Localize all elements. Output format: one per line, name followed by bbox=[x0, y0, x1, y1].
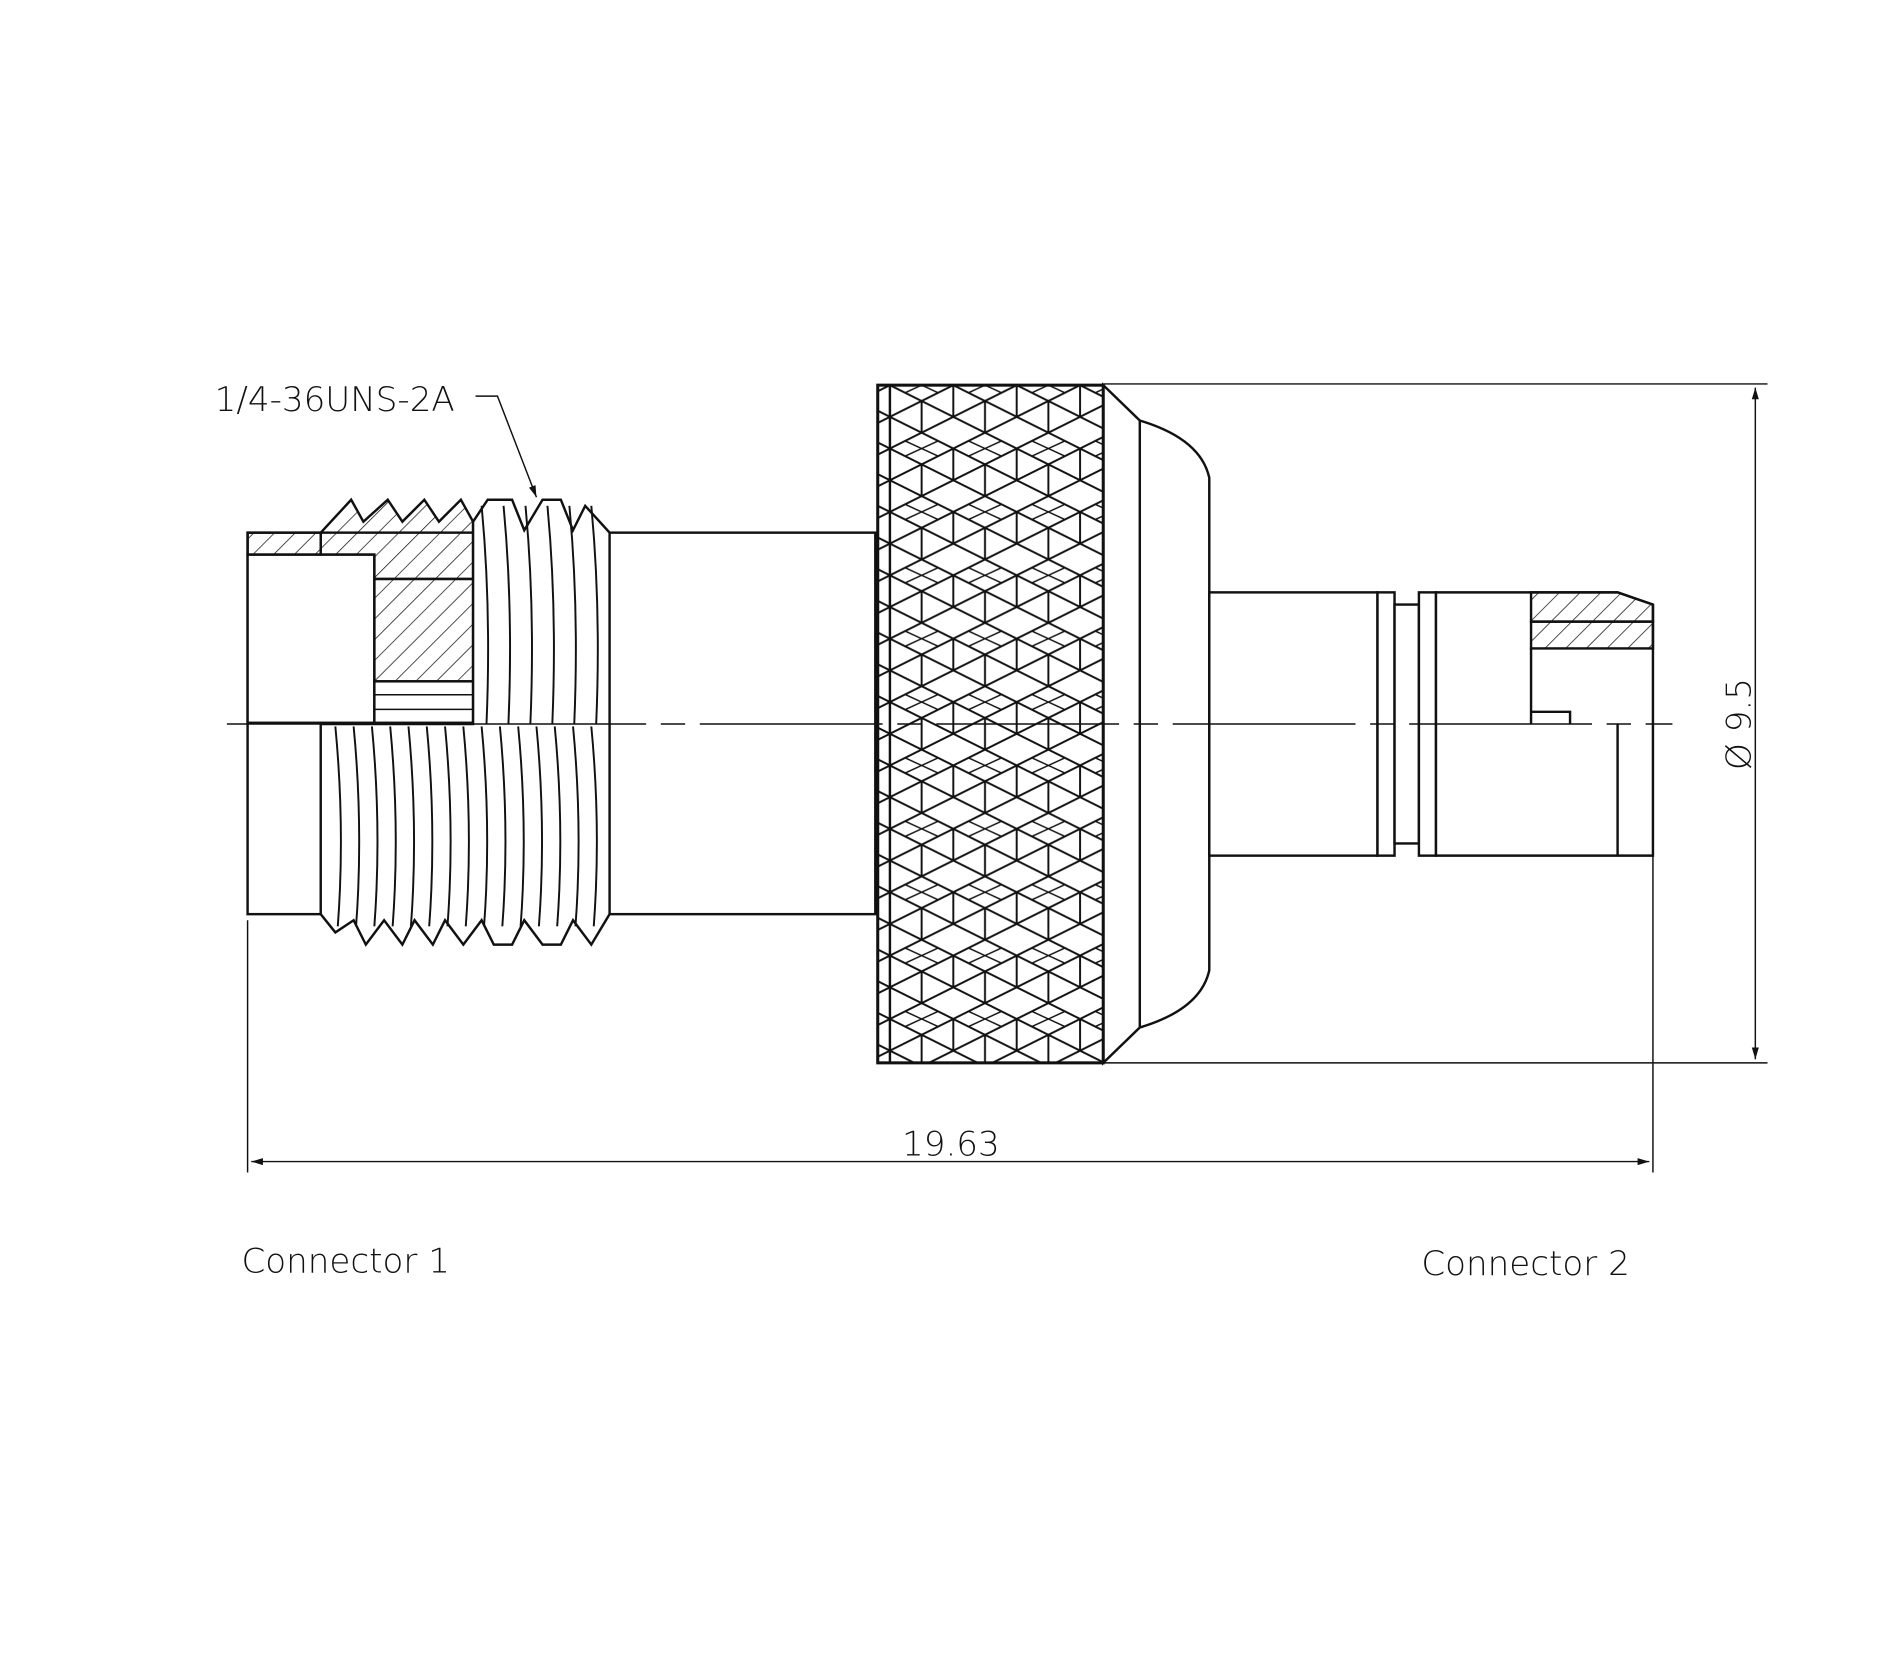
thread-line bbox=[425, 726, 434, 927]
thread-line bbox=[352, 726, 361, 927]
thread-line bbox=[407, 726, 416, 927]
thread-callout: 1/4-36UNS-2A bbox=[215, 380, 538, 498]
thread-line bbox=[572, 726, 580, 927]
thread-line bbox=[389, 726, 397, 927]
thread-line bbox=[590, 726, 598, 927]
thread-line bbox=[546, 505, 555, 725]
thread-line bbox=[462, 726, 470, 927]
thread-line bbox=[370, 726, 379, 927]
connector-2-label: Connector 2 bbox=[1421, 1244, 1629, 1284]
diameter-label: Ø 9.5 bbox=[1719, 678, 1759, 770]
thread-line bbox=[480, 726, 489, 927]
thread-line bbox=[590, 505, 599, 725]
thread-line bbox=[535, 726, 543, 927]
thread-line bbox=[498, 726, 507, 927]
diameter-dimension: Ø 9.5 bbox=[1103, 383, 1768, 1064]
thread-line bbox=[553, 726, 562, 927]
thread-line bbox=[517, 726, 525, 927]
thread-line bbox=[568, 505, 577, 725]
thread-line bbox=[480, 505, 490, 725]
thread-section bbox=[319, 498, 611, 947]
thread-callout-label: 1/4-36UNS-2A bbox=[215, 380, 455, 420]
connector-1-label: Connector 1 bbox=[241, 1241, 449, 1281]
length-dimension: 19.63 bbox=[246, 855, 1654, 1173]
thread-line bbox=[334, 726, 342, 927]
thread-line bbox=[524, 505, 533, 725]
thread-line bbox=[444, 726, 452, 927]
length-label: 19.63 bbox=[902, 1124, 1000, 1164]
thread-line bbox=[319, 498, 611, 947]
thread-line bbox=[502, 505, 512, 725]
